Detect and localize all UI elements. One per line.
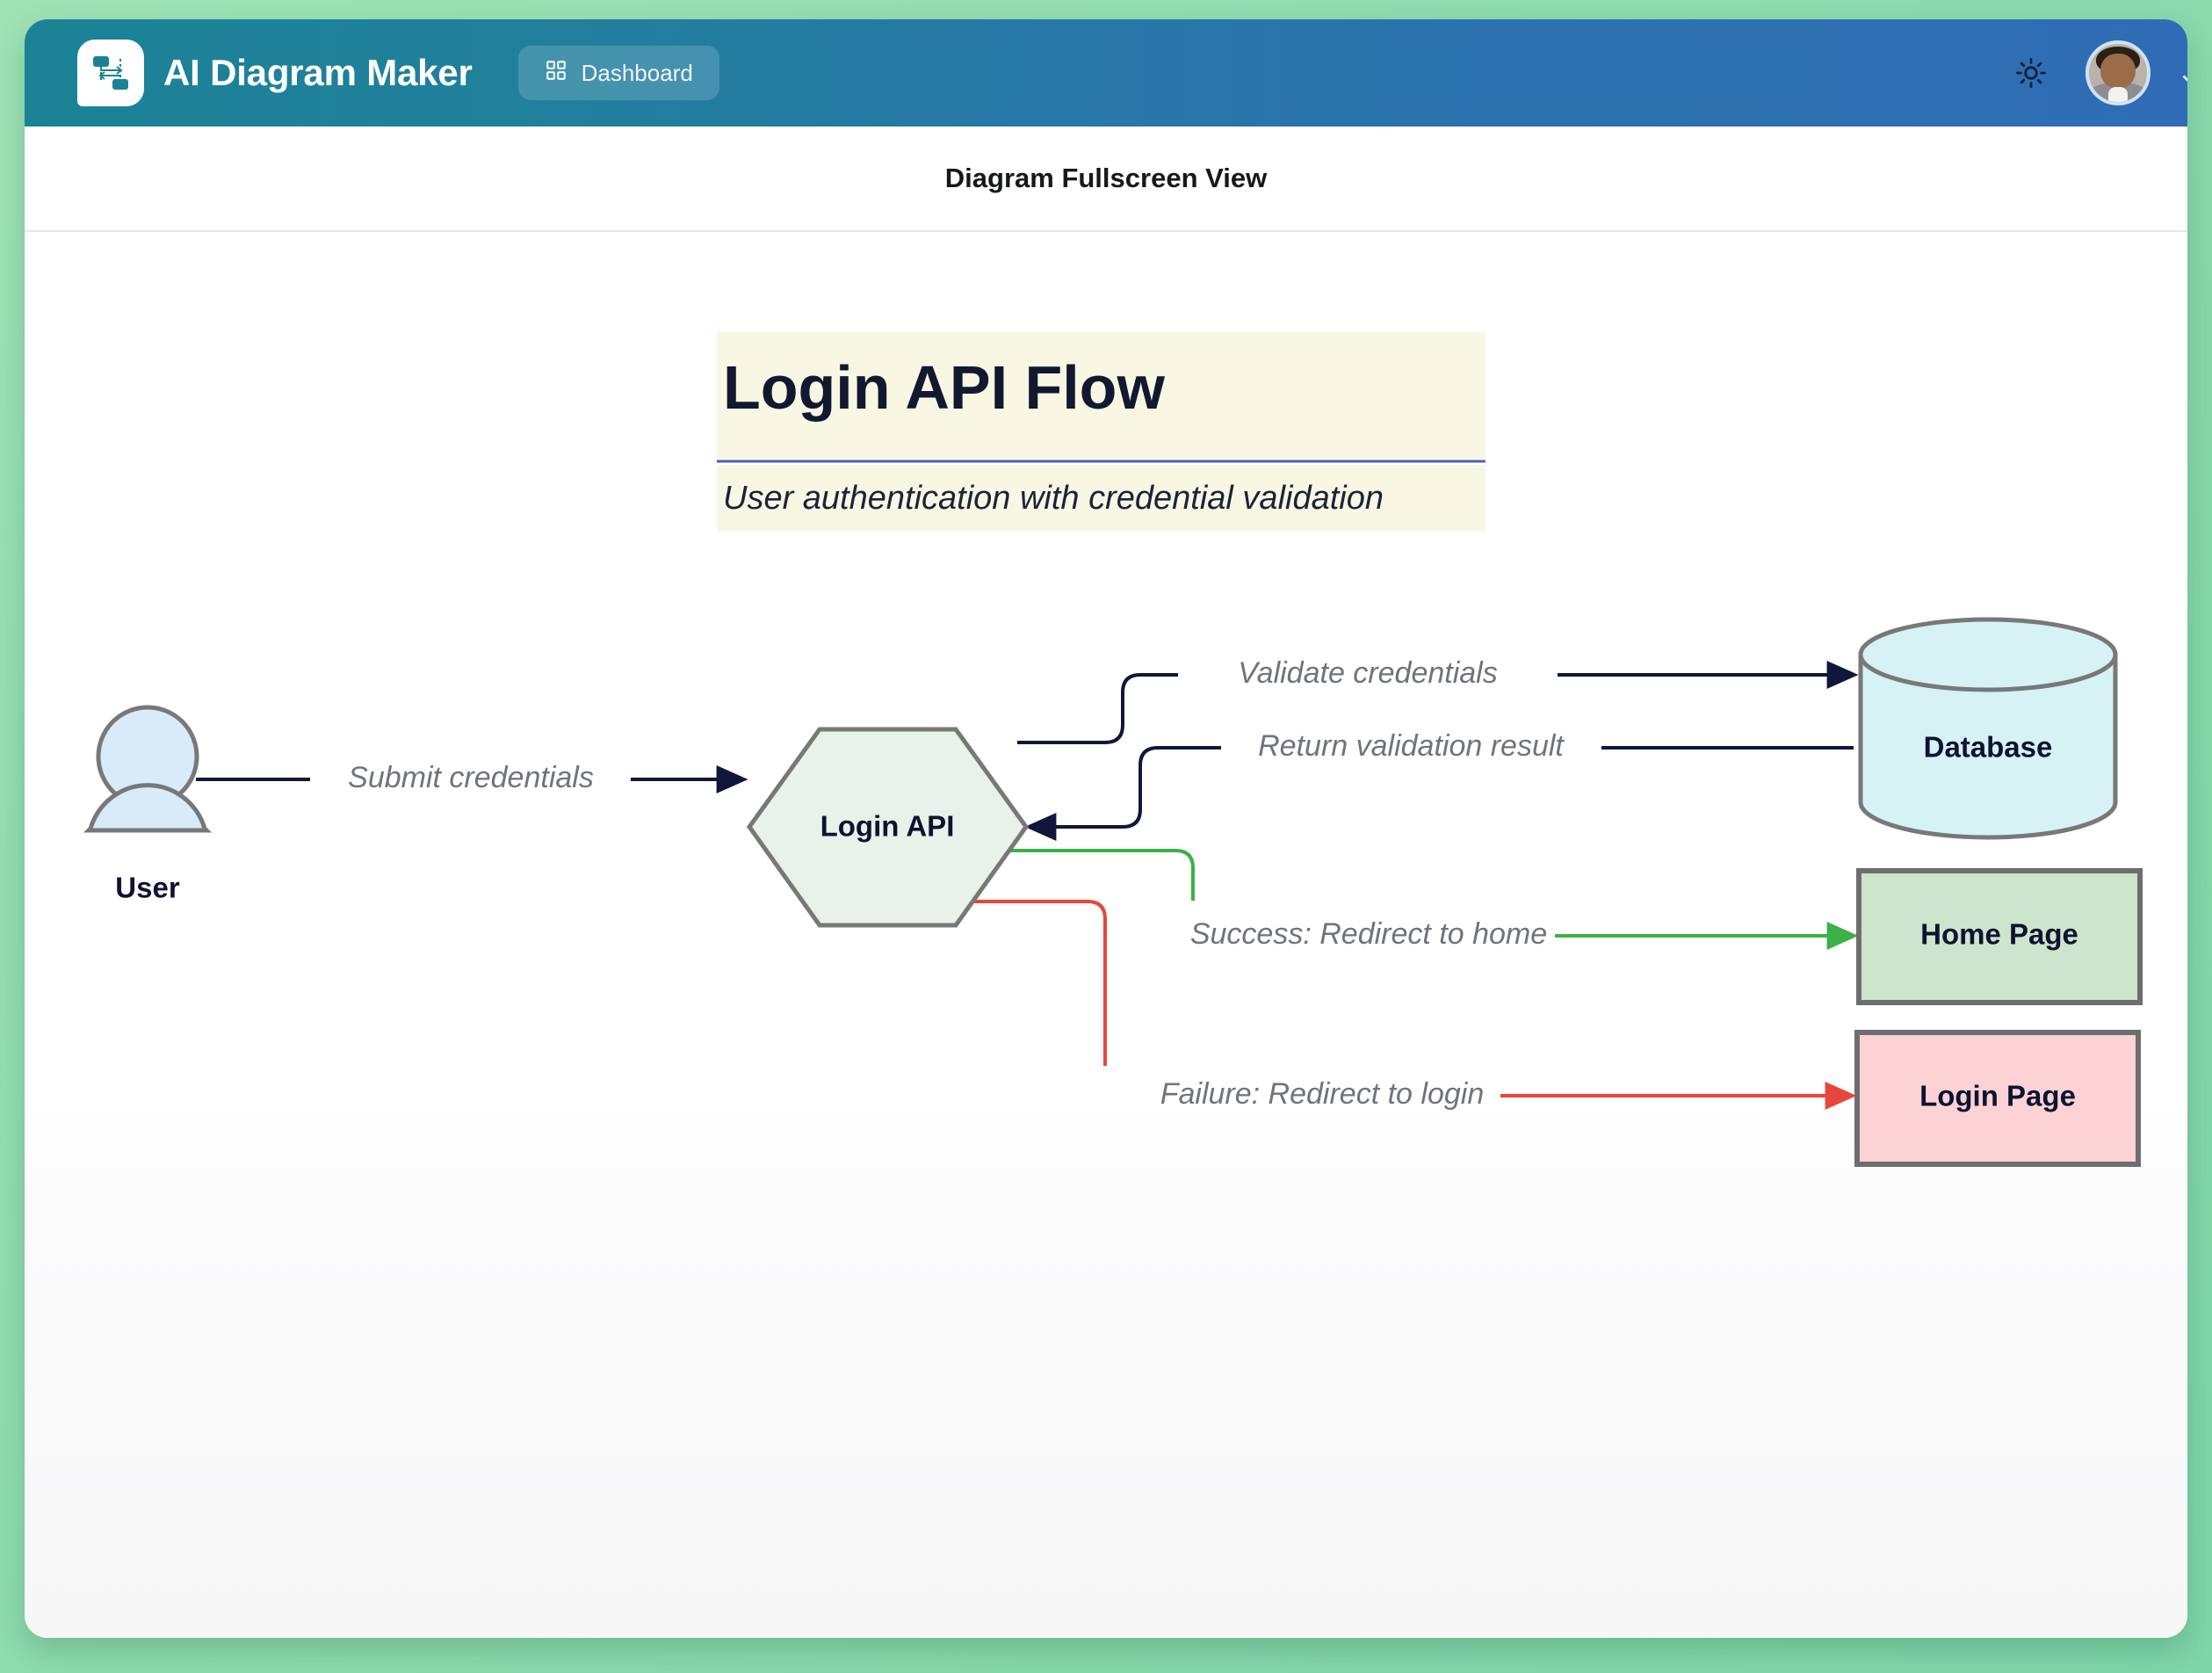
page-title: Diagram Fullscreen View bbox=[944, 163, 1268, 193]
node-database[interactable]: Database bbox=[1858, 617, 2118, 840]
user-body-icon bbox=[83, 783, 213, 833]
diagram-title: Login API Flow bbox=[723, 353, 1165, 422]
cylinder-top bbox=[1858, 617, 2118, 692]
edge-label: Submit credentials bbox=[348, 761, 594, 794]
node-label: Login API bbox=[820, 810, 955, 843]
edge-label: Success: Redirect to home bbox=[1190, 917, 1547, 951]
node-label: Login Page bbox=[1919, 1080, 2076, 1112]
edge-label: Return validation result bbox=[1258, 729, 1565, 763]
chevron-down-icon[interactable]: ⌄ bbox=[2177, 58, 2188, 88]
edge-line bbox=[1000, 849, 1195, 901]
node-login-page[interactable]: Login Page bbox=[1854, 1030, 2141, 1167]
edge-failure-redirect-login[interactable]: Failure: Redirect to login bbox=[973, 900, 1857, 1111]
edge-line bbox=[1017, 673, 1178, 744]
avatar-face bbox=[2100, 53, 2136, 90]
node-login-api[interactable]: Login API bbox=[746, 727, 1030, 928]
diagram-logo-icon bbox=[77, 40, 144, 106]
edge-return-validation-result[interactable]: Return validation result bbox=[1024, 729, 1854, 841]
node-label: Home Page bbox=[1920, 918, 2078, 951]
brand[interactable]: AI Diagram Maker bbox=[77, 40, 473, 106]
header-actions bbox=[2008, 40, 2151, 105]
cylinder-body bbox=[1858, 652, 2118, 840]
diagram-svg: Login API Flow User authentication with … bbox=[83, 332, 2143, 1167]
rect-shape bbox=[1856, 868, 2143, 1005]
brand-name: AI Diagram Maker bbox=[163, 52, 473, 93]
nav-dashboard-button[interactable]: Dashboard bbox=[517, 46, 719, 100]
diagram-subtitle: User authentication with credential vali… bbox=[723, 480, 1384, 517]
node-label: Database bbox=[1924, 731, 2053, 764]
edge-validate-credentials[interactable]: Validate credentials bbox=[1017, 656, 1859, 744]
sun-icon[interactable] bbox=[2008, 50, 2054, 96]
node-user[interactable]: User bbox=[83, 705, 213, 904]
avatar-collar bbox=[2108, 86, 2128, 102]
diagram-subtitle-bg bbox=[717, 465, 1486, 532]
nav-dashboard-label: Dashboard bbox=[581, 59, 693, 86]
avatar[interactable] bbox=[2085, 40, 2151, 105]
node-home-page[interactable]: Home Page bbox=[1856, 868, 2143, 1005]
edge-line bbox=[973, 900, 1107, 1066]
diagram-canvas[interactable]: Login API Flow User authentication with … bbox=[25, 232, 2187, 1638]
hexagon-shape bbox=[746, 727, 1030, 928]
grid-icon bbox=[545, 59, 567, 88]
node-label: User bbox=[115, 872, 180, 904]
edge-label: Validate credentials bbox=[1238, 656, 1497, 690]
edge-line bbox=[1024, 746, 1221, 841]
diagram-title-bg bbox=[717, 332, 1486, 460]
view-titlebar: Diagram Fullscreen View bbox=[25, 127, 2187, 232]
app-window: AI Diagram Maker Dashboard bbox=[25, 19, 2187, 1638]
edge-label: Failure: Redirect to login bbox=[1160, 1077, 1485, 1111]
app-header: AI Diagram Maker Dashboard bbox=[25, 19, 2187, 127]
edge-success-redirect-home[interactable]: Success: Redirect to home bbox=[1000, 849, 1859, 951]
rect-shape bbox=[1854, 1030, 2141, 1167]
diagram-title-block: Login API Flow User authentication with … bbox=[717, 332, 1486, 532]
edge-submit-credentials[interactable]: Submit credentials bbox=[196, 761, 748, 794]
